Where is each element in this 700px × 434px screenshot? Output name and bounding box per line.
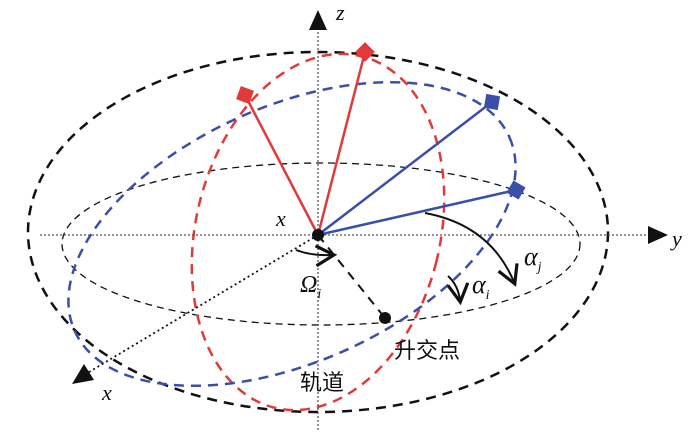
red-vector-2 xyxy=(316,51,367,236)
omega-arrow-icon xyxy=(295,244,338,268)
red-satellite-2 xyxy=(355,42,375,62)
y-axis-label: y xyxy=(670,226,682,251)
ascending-node-label: 升交点 xyxy=(394,339,460,364)
alpha-i-label: αi xyxy=(472,270,490,303)
origin-x-label: x xyxy=(275,206,286,231)
blue-satellite-1 xyxy=(483,93,501,111)
node-line xyxy=(317,234,386,319)
blue-vector-2 xyxy=(317,188,517,237)
y-axis-arrow-icon xyxy=(648,226,668,244)
blue-satellite-2 xyxy=(506,180,526,200)
x-axis-label: x xyxy=(101,380,112,405)
orbit-label: 轨道 xyxy=(300,371,344,396)
omega-label: Ωi xyxy=(300,272,321,302)
origin-dot xyxy=(312,229,324,241)
red-vector-1 xyxy=(243,94,320,236)
z-axis-label: z xyxy=(335,0,345,25)
ascending-node-dot xyxy=(379,312,391,324)
alpha-j-label: αj xyxy=(524,242,542,275)
x-axis-arrow-icon xyxy=(72,364,94,384)
blue-vector-1 xyxy=(317,101,493,236)
alpha-i-arrow-icon xyxy=(446,275,470,306)
x-axis xyxy=(83,234,319,376)
blue-orbit xyxy=(67,80,517,388)
z-axis-arrow-icon xyxy=(309,10,327,30)
equatorial-plane xyxy=(61,162,581,326)
alpha-j-arrow-icon xyxy=(424,212,519,287)
red-satellite-1 xyxy=(236,86,254,104)
